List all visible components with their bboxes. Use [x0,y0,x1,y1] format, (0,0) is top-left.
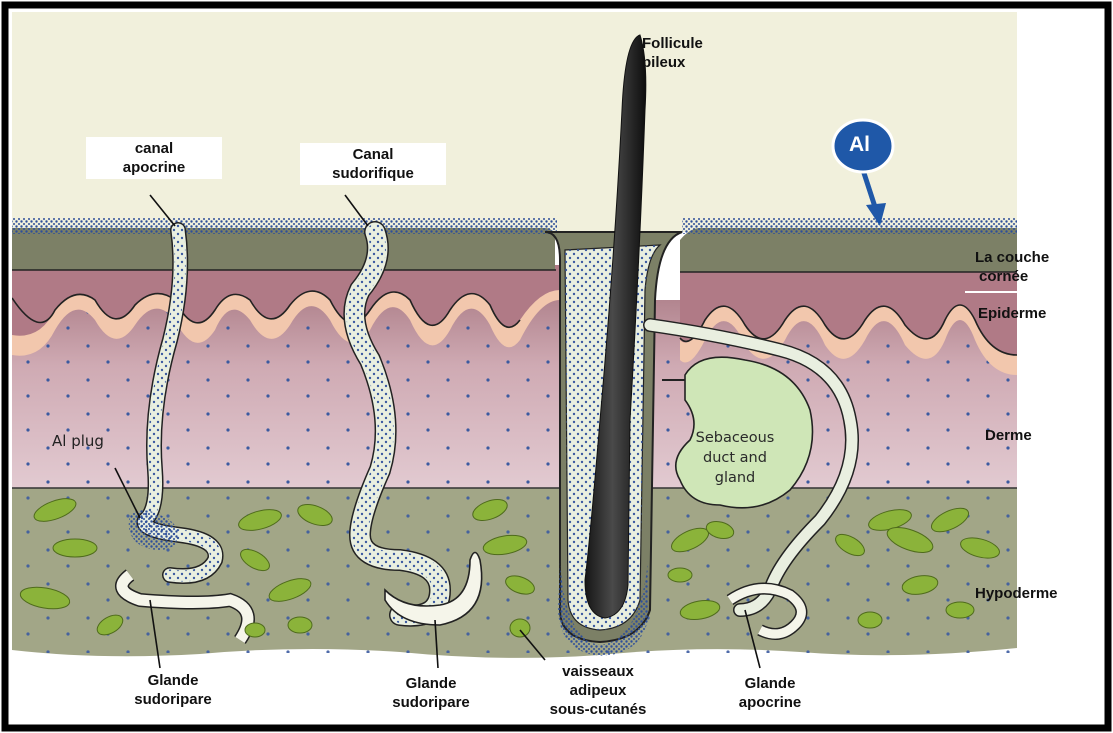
stratum-corneum-line1: La couche [975,248,1049,267]
sebaceous-label: Sebaceous duct and gland [680,428,790,488]
sudoripare-right-line1: Glande [376,674,486,693]
sudoripare-right-line2: sudoripare [376,693,486,712]
vessels-line2: adipeux [536,681,660,700]
stratum-corneum-left [12,228,555,270]
al-plug-label: Al plug [52,432,104,450]
epidermis-label: Epiderme [978,304,1046,323]
sudoripare-gland-label-right: Glande sudoripare [376,674,486,712]
vessels-line1: vaisseaux [536,662,660,681]
ai-label: Al [849,133,870,157]
sebaceous-line1: Sebaceous [680,428,790,448]
canal-apocrine-label: canal apocrine [86,137,222,179]
canal-sudorifique-label: Canal sudorifique [300,143,446,185]
follicle-label-line1: Follicule [642,34,703,53]
sebaceous-line3: gland [680,468,790,488]
sudoripare-left-line2: sudoripare [118,690,228,709]
apocrine-gland-line1: Glande [722,674,818,693]
canal-apocrine-line2: apocrine [92,158,216,177]
vessels-line3: sous-cutanés [536,700,660,719]
dermis-label: Derme [985,426,1032,445]
canal-sudorifique-line1: Canal [306,145,440,164]
stratum-corneum-label: La couche cornée [975,248,1049,286]
sebaceous-line2: duct and [680,448,790,468]
follicle-label: Follicule pileux [642,34,703,72]
apocrine-gland-line2: apocrine [722,693,818,712]
hypodermis-label: Hypoderme [975,584,1058,603]
sudoripare-left-line1: Glande [118,671,228,690]
canal-sudorifique-line2: sudorifique [306,164,440,183]
stratum-corneum-line2: cornée [975,267,1049,286]
apocrine-gland-label: Glande apocrine [722,674,818,712]
sudoripare-gland-label-left: Glande sudoripare [118,671,228,709]
follicle-label-line2: pileux [642,53,703,72]
stratum-corneum-right [680,228,1017,272]
vessels-label: vaisseaux adipeux sous-cutanés [536,662,660,719]
canal-apocrine-line1: canal [92,139,216,158]
